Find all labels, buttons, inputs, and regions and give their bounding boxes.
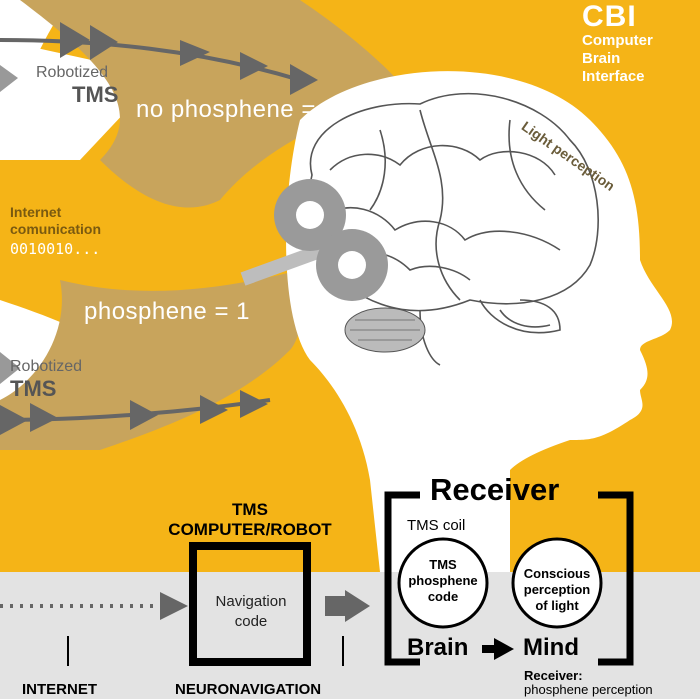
- nav-box: [189, 542, 311, 666]
- robotized-top-label: Robotized: [36, 64, 109, 81]
- phosphene-label: phosphene = 1: [84, 298, 250, 325]
- arrow-brain-mind-stem: [482, 645, 496, 653]
- circle-left-line-1: TMS: [429, 557, 457, 572]
- cbi-subtitle: Computer Brain Interface: [582, 32, 653, 86]
- arrowheads-bottom: [0, 390, 268, 435]
- cerebellum: [344, 307, 426, 353]
- arrowheads-top: [60, 22, 318, 95]
- navigation-line-1: Navigation: [215, 593, 287, 610]
- receiver-note: Receiver: phosphene perception: [524, 669, 653, 697]
- robotized-bottom-label: Robotized: [10, 358, 83, 375]
- tms-coil-label: TMS coil: [407, 517, 466, 534]
- navigation-line-2: code: [234, 613, 268, 630]
- tms-coil-graphic: [240, 179, 388, 301]
- binary-bits: 0010010...: [10, 240, 101, 258]
- receiver-note-bold: Receiver:: [524, 668, 583, 683]
- beam-bottom: [0, 270, 305, 450]
- pointer-bottom: [0, 352, 20, 384]
- circle-conscious: [511, 537, 603, 629]
- brain-label: Brain: [407, 634, 469, 661]
- internet-communication: Internet comunication: [10, 204, 101, 238]
- tms-computer-line-1: TMS: [232, 500, 268, 519]
- bracket-right: [598, 491, 634, 666]
- head-silhouette: [286, 71, 673, 572]
- circle-right-text: Conscious perception of light: [513, 566, 601, 614]
- bracket-left: [384, 491, 420, 666]
- navigation-code: Navigation code: [196, 592, 306, 632]
- circle-left-line-2: phosphene: [408, 573, 478, 588]
- robotized-bottom-tms: TMS: [10, 376, 57, 401]
- cbi-subtitle-line-1: Computer: [582, 32, 653, 49]
- arrow-to-receiver: [345, 590, 370, 622]
- footer-internet: INTERNET: [22, 681, 97, 698]
- circle-right-line-3: of light: [535, 598, 579, 613]
- receiver-title: Receiver: [430, 472, 560, 507]
- circle-left-line-3: code: [427, 589, 459, 604]
- arrow-to-nav: [160, 592, 188, 620]
- footer-neuronavigation: NEURONAVIGATION: [175, 681, 322, 698]
- cbi-subtitle-line-2: Brain: [582, 50, 621, 67]
- circle-right-line-1: Conscious: [523, 566, 591, 581]
- circle-tms-code: [397, 537, 489, 629]
- beam-top: [20, 0, 410, 208]
- arrow-brain-mind: [494, 638, 514, 660]
- cbi-subtitle-line-3: Interface: [582, 68, 645, 85]
- internet-line-2: comunication: [10, 221, 102, 237]
- internet-line-1: Internet: [10, 204, 62, 220]
- circle-right-line-2: perception: [523, 582, 591, 597]
- receiver-note-text: phosphene perception: [524, 682, 653, 697]
- no-phosphene-label: no phosphene = 0: [136, 96, 337, 123]
- circle-left-text: TMS phosphene code: [399, 557, 487, 605]
- pointer-top: [0, 65, 18, 92]
- tms-computer-line-2: COMPUTER/ROBOT: [168, 520, 332, 539]
- tms-computer-title: TMS COMPUTER/ROBOT: [130, 500, 370, 540]
- robotized-top-tms: TMS: [72, 82, 119, 107]
- mind-label: Mind: [523, 634, 579, 661]
- arrow-to-receiver-stem: [325, 596, 347, 616]
- cbi-title: CBI: [582, 0, 637, 33]
